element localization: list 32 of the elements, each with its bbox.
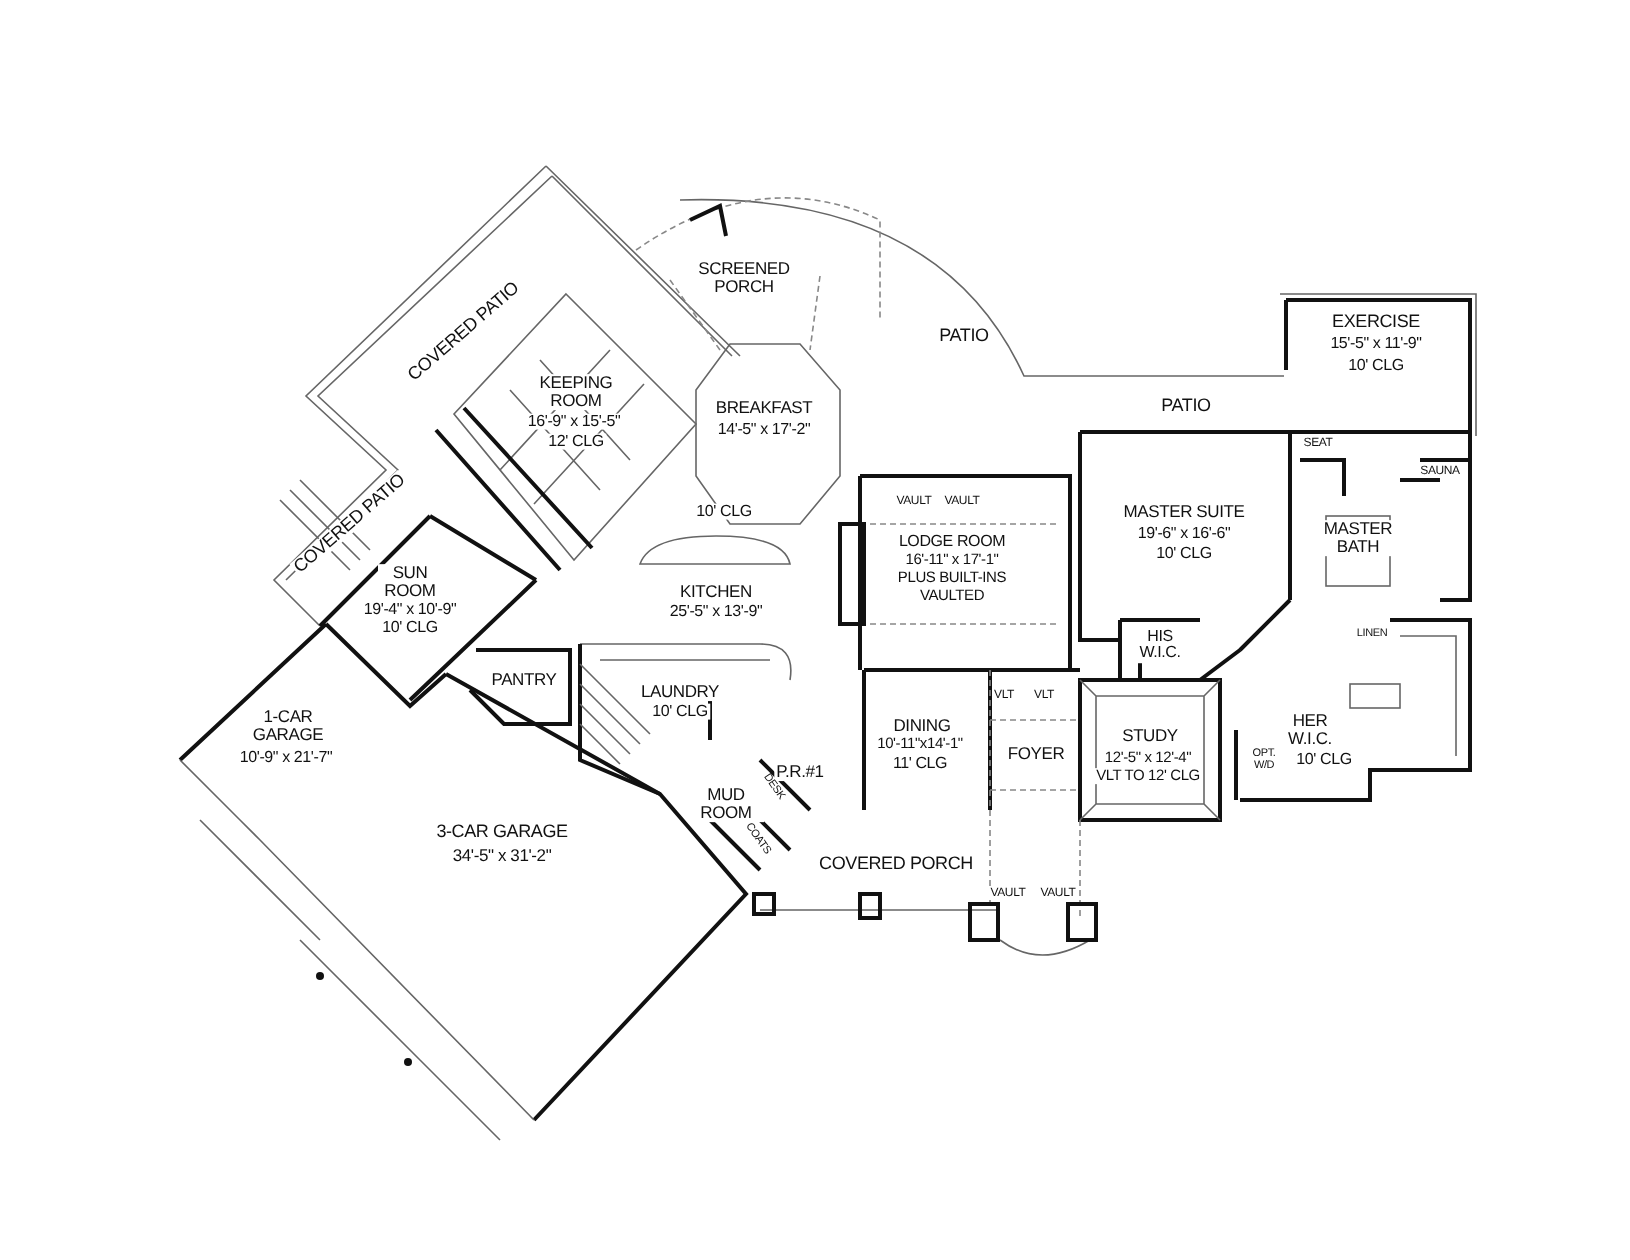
room-dimensions: 15'-5" x 11'-9" [1328, 335, 1424, 353]
room-name: EXERCISE [1330, 312, 1422, 332]
room-dimensions: 25'-5" x 13'-9" [667, 603, 765, 621]
ceiling-note: 10' CLG [1294, 751, 1354, 769]
room-name: STUDY [1120, 727, 1180, 745]
room-name: LAUNDRY [638, 683, 722, 701]
room-dimensions: 19'-4" x 10'-9" [361, 601, 459, 619]
room-name: FOYER [1005, 745, 1067, 763]
room-dimensions: 14'-5" x 17'-2" [715, 421, 813, 439]
room-name: DINING [891, 717, 953, 735]
ceiling-note: 10' CLG [1346, 357, 1406, 375]
ceiling-note: 10' CLG [694, 503, 754, 521]
ceiling-note: 11' CLG [890, 755, 950, 773]
room-name: PANTRY [489, 671, 559, 689]
room-name: KEEPING ROOM [534, 374, 618, 410]
ceiling-note: 12' CLG [546, 433, 606, 451]
room-name: BREAKFAST [713, 399, 815, 417]
room-name: 3-CAR GARAGE [434, 822, 570, 842]
room-dimensions: 19'-6" x 16'-6" [1135, 525, 1233, 543]
area-label: COVERED PORCH [817, 854, 975, 874]
area-label: PATIO [1159, 396, 1213, 416]
room-dimensions: 10'-9" x 21'-7" [237, 749, 335, 767]
ceiling-note: 10' CLG [650, 703, 710, 721]
ceiling-note: 10' CLG [380, 619, 440, 637]
ceiling-note: 10' CLG [1154, 545, 1214, 563]
room-name: MASTER SUITE [1121, 503, 1247, 521]
room-name: KITCHEN [678, 583, 754, 601]
area-label: PATIO [937, 326, 991, 346]
room-name: LODGE ROOM [896, 533, 1008, 551]
room-name: P.R.#1 [774, 763, 826, 781]
room-dimensions: 16'-9" x 15'-5" [525, 413, 623, 431]
room-dimensions: 34'-5" x 31'-2" [450, 847, 554, 865]
